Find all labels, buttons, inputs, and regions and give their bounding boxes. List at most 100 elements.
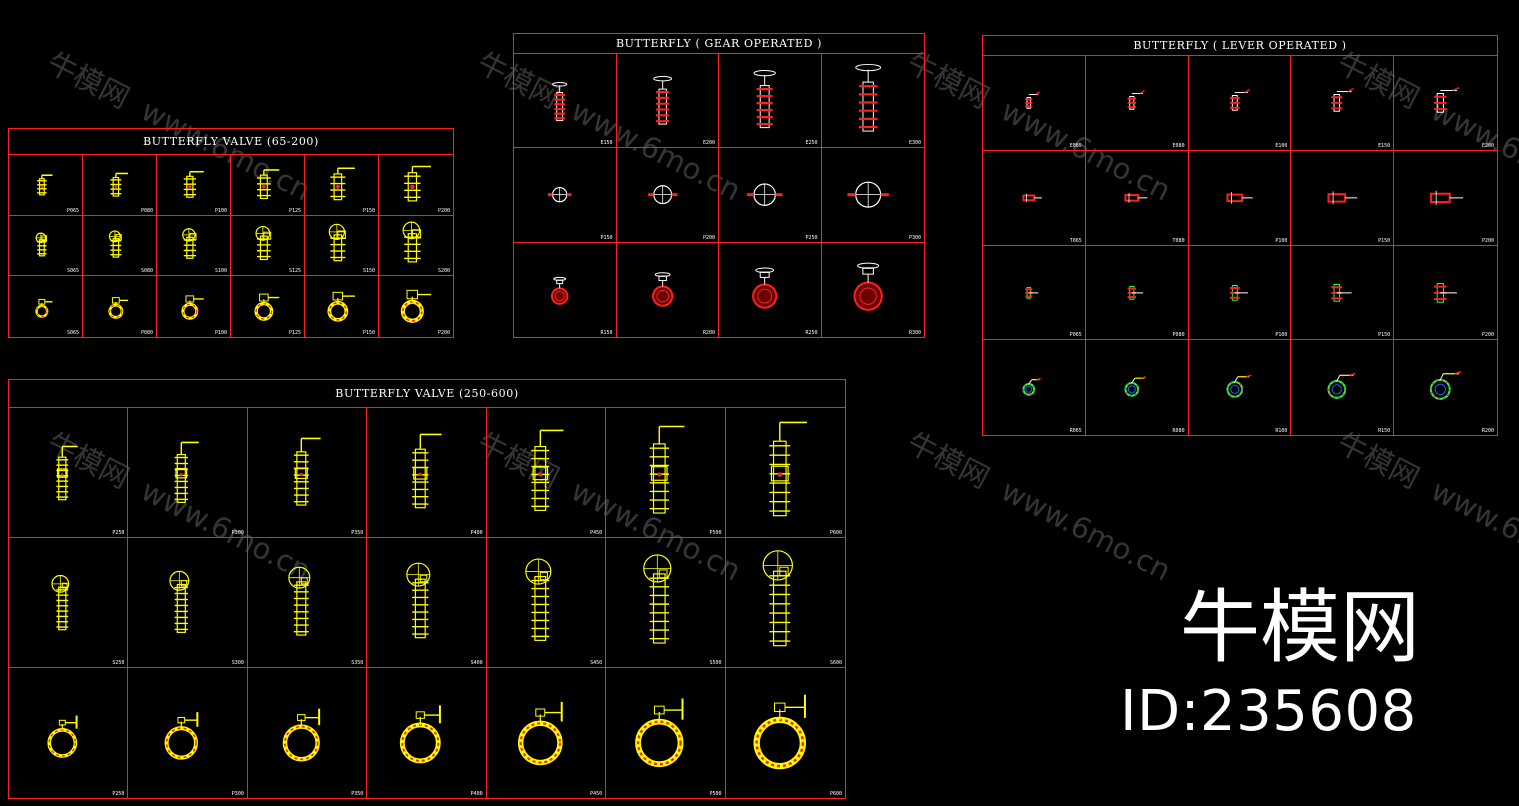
valve-symbol [752,267,778,309]
valve-drawing [35,232,48,257]
valve-size-label: P065 [66,207,79,214]
valve-cell: P450 [487,668,607,798]
valve-cell: S350 [247,538,368,668]
valve-drawing [164,712,199,760]
valve-cell: P065 [983,245,1086,341]
valve-size-label: P350 [351,791,364,797]
valve-symbol [255,225,272,260]
valve-size-label: P600 [829,530,842,536]
valve-cell: S065 [9,276,83,337]
valve-symbol [327,292,355,323]
valve-drawing [400,705,442,764]
valve-drawing [51,574,70,631]
valve-drawing [1327,191,1358,205]
valve-size-label: R200 [702,330,715,336]
valve-cell: P150 [305,155,379,216]
valve-size-label: P400 [470,791,483,797]
valve-symbol [1331,283,1353,302]
valve-symbol [400,290,432,324]
valve-symbol [1229,88,1250,111]
valve-symbol [412,433,442,509]
valve-symbol [1430,190,1464,205]
valve-size-label: S400 [470,660,483,666]
valve-symbol [768,421,807,517]
valve-drawing [402,221,422,263]
valve-cell: P400 [367,668,487,798]
valve-symbol [852,262,883,311]
valve-drawing [1127,285,1143,300]
valve-symbol [762,550,793,647]
valve-symbol [1022,378,1041,396]
valve-cell: P200 [379,155,453,216]
valve-drawing [1331,87,1355,112]
valve-size-label: S125 [288,268,301,275]
valve-size-label: R065 [1069,428,1082,434]
valve-cell: E065 [983,56,1086,151]
valve-drawing [108,230,122,258]
valve-symbol [293,437,321,506]
valve-drawing [255,225,272,260]
valve-drawing [288,566,311,636]
valve-drawing [293,437,321,506]
valve-drawing [56,445,78,501]
valve-symbol [643,554,672,644]
valve-drawing [1327,373,1356,399]
valve-symbol [1127,285,1143,300]
valve-size-label: S100 [214,268,227,275]
valve-drawing [531,429,564,511]
sheet-title: BUTTERFLY VALVE (250-600) [9,380,845,408]
valve-cell: S250 [9,538,129,668]
sheet-title: BUTTERFLY VALVE (65-200) [9,129,453,155]
valve-drawing [1124,376,1146,397]
valve-cell: P500 [606,668,726,798]
valve-size-label: P125 [288,207,301,214]
valve-symbol [183,170,204,198]
valve-symbol [282,708,320,762]
valve-size-label: E080 [1172,142,1185,149]
valve-cell: R080 [1086,340,1189,435]
valve-size-label: P200 [437,207,450,214]
valve-size-label: E100 [1275,142,1288,149]
valve-symbol [1327,373,1356,399]
valve-size-label: P450 [590,791,603,797]
valve-drawing [552,82,568,122]
valve-drawing [1022,378,1041,396]
valve-drawing [175,441,200,503]
valve-size-label: S500 [709,660,722,666]
valve-cell: P150 [305,276,379,337]
valve-symbol [288,566,311,636]
valve-drawing [400,290,432,324]
valve-drawing [412,433,442,509]
valve-size-label: P200 [702,234,715,241]
valve-cell: P450 [486,408,607,538]
valve-size-label: S080 [140,268,153,275]
valve-size-label: P300 [908,234,921,241]
valve-size-label: P150 [600,234,613,241]
valve-symbol [110,172,129,197]
valve-drawing [846,181,889,209]
valve-size-label: S350 [351,660,364,666]
valve-cell: S100 [157,215,231,277]
valve-cell: R300 [822,243,925,337]
valve-symbol [647,185,678,205]
valve-cell: E150 [514,54,617,149]
valve-symbol [1124,376,1146,397]
valve-symbol [406,562,431,639]
valve-drawing [1229,284,1248,301]
valve-symbol [753,694,806,770]
valve-cell: S125 [231,215,305,277]
valve-symbol [35,232,48,257]
valve-drawing [517,701,563,766]
valve-size-label: P150 [1378,332,1391,339]
valve-size-label: R150 [1378,428,1391,434]
valve-size-label: P150 [362,330,375,336]
valve-drawing [550,276,569,305]
valve-cell: P080 [83,276,157,337]
valve-symbol [1226,191,1253,204]
valve-cell: P500 [606,408,726,538]
valve-size-label: P200 [1481,237,1494,244]
